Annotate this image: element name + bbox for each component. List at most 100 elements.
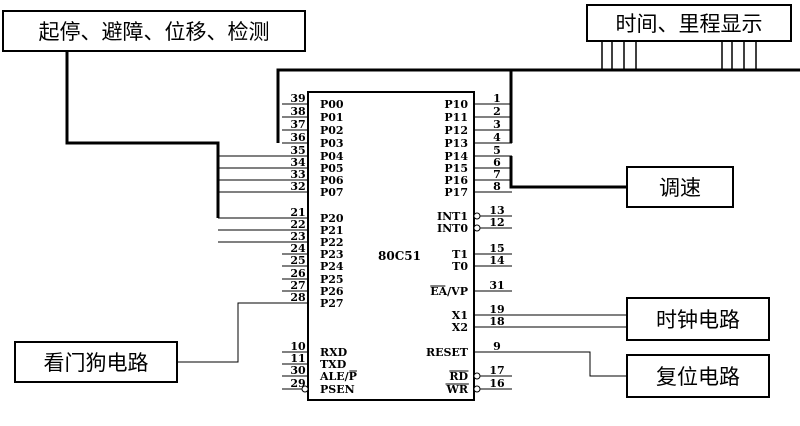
pin-number: 37 [290,118,305,131]
display-connection-wire [601,42,637,70]
pin-label: P27 [320,297,344,310]
speed-control-wire [509,156,626,189]
pin-label: T1 [452,248,468,261]
pin-number: 8 [493,180,501,193]
pin-number: 1 [493,92,501,105]
pin-label: P26 [320,285,344,298]
pin-label: P10 [444,98,468,111]
reset-wire [512,351,626,377]
pin-number: 19 [489,303,504,316]
pin-number: 14 [489,254,505,267]
pin-number: 11 [290,352,305,365]
pin-number: 2 [493,105,501,118]
pin-number: 24 [290,242,306,255]
pin-label: P07 [320,186,344,199]
pin-label: P03 [320,137,344,150]
pin-label: PSEN [320,383,355,396]
pin-number: 21 [290,206,305,219]
pin-label: P13 [444,137,468,150]
pin-label: RESET [426,346,469,359]
pin-label: P17 [444,186,468,199]
pin-label: RD [449,370,468,383]
watchdog-circuit-box: 看门狗电路 [14,341,178,383]
inverter-bubble [301,385,309,393]
pin-label: RXD [320,346,348,359]
pin-number: 6 [493,156,501,169]
pin-number: 9 [493,340,501,353]
pin-label: ALE/P [319,370,357,383]
pin-number: 39 [290,92,305,105]
pin-number: 23 [290,230,305,243]
chip-body [307,91,475,401]
pin-number: 7 [493,168,501,181]
inverter-bubble [473,372,481,380]
pin-label: P20 [320,212,344,225]
pin-label: WR [446,383,469,396]
pin-number: 25 [290,254,305,267]
pin-label: TXD [320,358,347,371]
pin-number: 34 [290,156,306,169]
pin-number: 38 [290,105,306,118]
pin-label: P06 [320,174,344,187]
pin-label: X1 [452,309,468,322]
pin-label: P05 [320,162,344,175]
pin-label: P24 [320,260,344,273]
inverter-bubble [473,212,481,220]
sensor-branch-wire [218,217,282,243]
pin-number: 29 [290,377,305,390]
pin-number: 32 [290,180,305,193]
display-module-box: 时间、里程显示 [586,4,792,42]
pin-label: P02 [320,124,344,137]
pin-label: P15 [444,162,468,175]
pin-label: P23 [320,248,344,261]
pin-number: 15 [489,242,504,255]
pin-number: 12 [489,216,504,229]
pin-number: 5 [493,144,501,157]
pin-label: P00 [320,98,344,111]
wires [65,42,800,377]
pin-label: T0 [452,260,468,273]
pin-label: P22 [320,236,344,249]
pin-label: P11 [444,111,468,124]
pin-label: EA/VP [430,285,468,298]
pin-label: P14 [444,150,468,163]
pin-label: P25 [320,273,344,286]
pin-number: 4 [493,131,501,144]
sensor-module-box: 起停、避障、位移、检测 [2,10,306,52]
pin-number: 22 [290,218,305,231]
speed-control-box: 调速 [626,166,734,208]
pin-number: 33 [290,168,305,181]
pin-number: 26 [290,267,306,280]
data-bus-wire [276,68,800,143]
display-connection-wire [721,42,757,70]
pin-number: 10 [290,340,306,353]
pin-label: P16 [444,174,468,187]
pin-number: 31 [489,279,504,292]
sensor-bus-wire [65,52,220,218]
pin-label: P04 [320,150,344,163]
pin-number: 16 [489,377,505,390]
pin-label: INT1 [437,210,468,223]
inverter-bubble [473,385,481,393]
pin-label: X2 [452,321,468,334]
pin-label: P12 [444,124,468,137]
pin-number: 28 [290,291,306,304]
pin-number: 27 [290,279,305,292]
clock-wire [512,314,626,328]
pin-label: P21 [320,224,344,237]
pin-number: 36 [290,131,306,144]
inverter-bubble [473,224,481,232]
pin-number: 18 [489,315,505,328]
sensor-branch-wire [218,155,282,193]
reset-circuit-box: 复位电路 [626,354,770,398]
pin-number: 30 [290,364,306,377]
pin-number: 3 [493,118,501,131]
clock-circuit-box: 时钟电路 [626,297,770,341]
watchdog-wire [178,302,282,363]
chip-name: 80C51 [378,249,421,263]
pin-label: INT0 [437,222,468,235]
pin-number: 13 [489,204,504,217]
pin-number: 35 [290,144,305,157]
